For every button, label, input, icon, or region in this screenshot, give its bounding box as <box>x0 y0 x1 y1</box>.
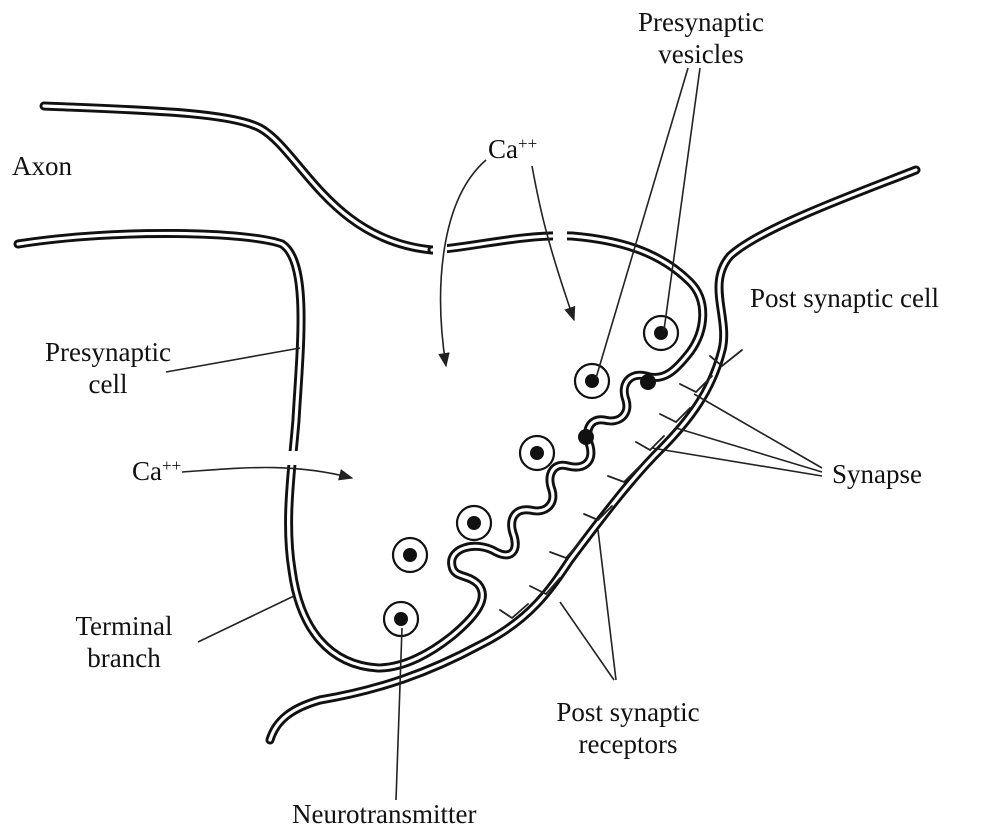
calcium-channels <box>280 224 560 458</box>
label-synapse: Synapse <box>832 458 922 490</box>
vesicle <box>640 374 656 390</box>
label-calcium-top-text: Ca <box>488 134 518 164</box>
vesicle <box>393 538 427 572</box>
label-neurotransmitter: Neurotransmitter <box>292 798 476 830</box>
calcium-influx-arrows <box>182 160 574 478</box>
vesicle <box>644 316 678 350</box>
label-post-synaptic-cell: Post synaptic cell <box>750 282 939 314</box>
label-presynaptic-cell-line2: cell <box>26 368 190 400</box>
label-calcium-top: Ca++ <box>488 128 537 165</box>
label-presynaptic-vesicles-line2: vesicles <box>606 38 796 70</box>
label-presynaptic-cell-line1: Presynaptic <box>26 336 190 368</box>
label-post-synaptic-receptors: Post synaptic receptors <box>526 696 730 760</box>
vesicle <box>457 506 491 540</box>
label-post-synaptic-receptors-line1: Post synaptic <box>526 696 730 728</box>
label-presynaptic-cell: Presynaptic cell <box>26 336 190 400</box>
label-terminal-branch-line1: Terminal <box>54 610 194 642</box>
label-post-synaptic-receptors-line2: receptors <box>526 728 730 760</box>
vesicle <box>578 429 594 445</box>
label-terminal-branch: Terminal branch <box>54 610 194 674</box>
axon-upper-membrane <box>44 106 432 250</box>
vesicle <box>384 602 418 636</box>
presynaptic-membrane <box>18 233 703 668</box>
leader-lines <box>166 68 822 800</box>
label-presynaptic-vesicles-line1: Presynaptic <box>606 6 796 38</box>
vesicle <box>520 436 554 470</box>
label-calcium-top-charge: ++ <box>518 134 537 153</box>
label-terminal-branch-line2: branch <box>54 642 194 674</box>
label-calcium-left-charge: ++ <box>162 456 181 475</box>
label-presynaptic-vesicles: Presynaptic vesicles <box>606 6 796 70</box>
label-calcium-left: Ca++ <box>132 450 181 487</box>
label-calcium-left-text: Ca <box>132 456 162 486</box>
vesicle <box>575 364 609 398</box>
label-axon: Axon <box>12 150 72 182</box>
